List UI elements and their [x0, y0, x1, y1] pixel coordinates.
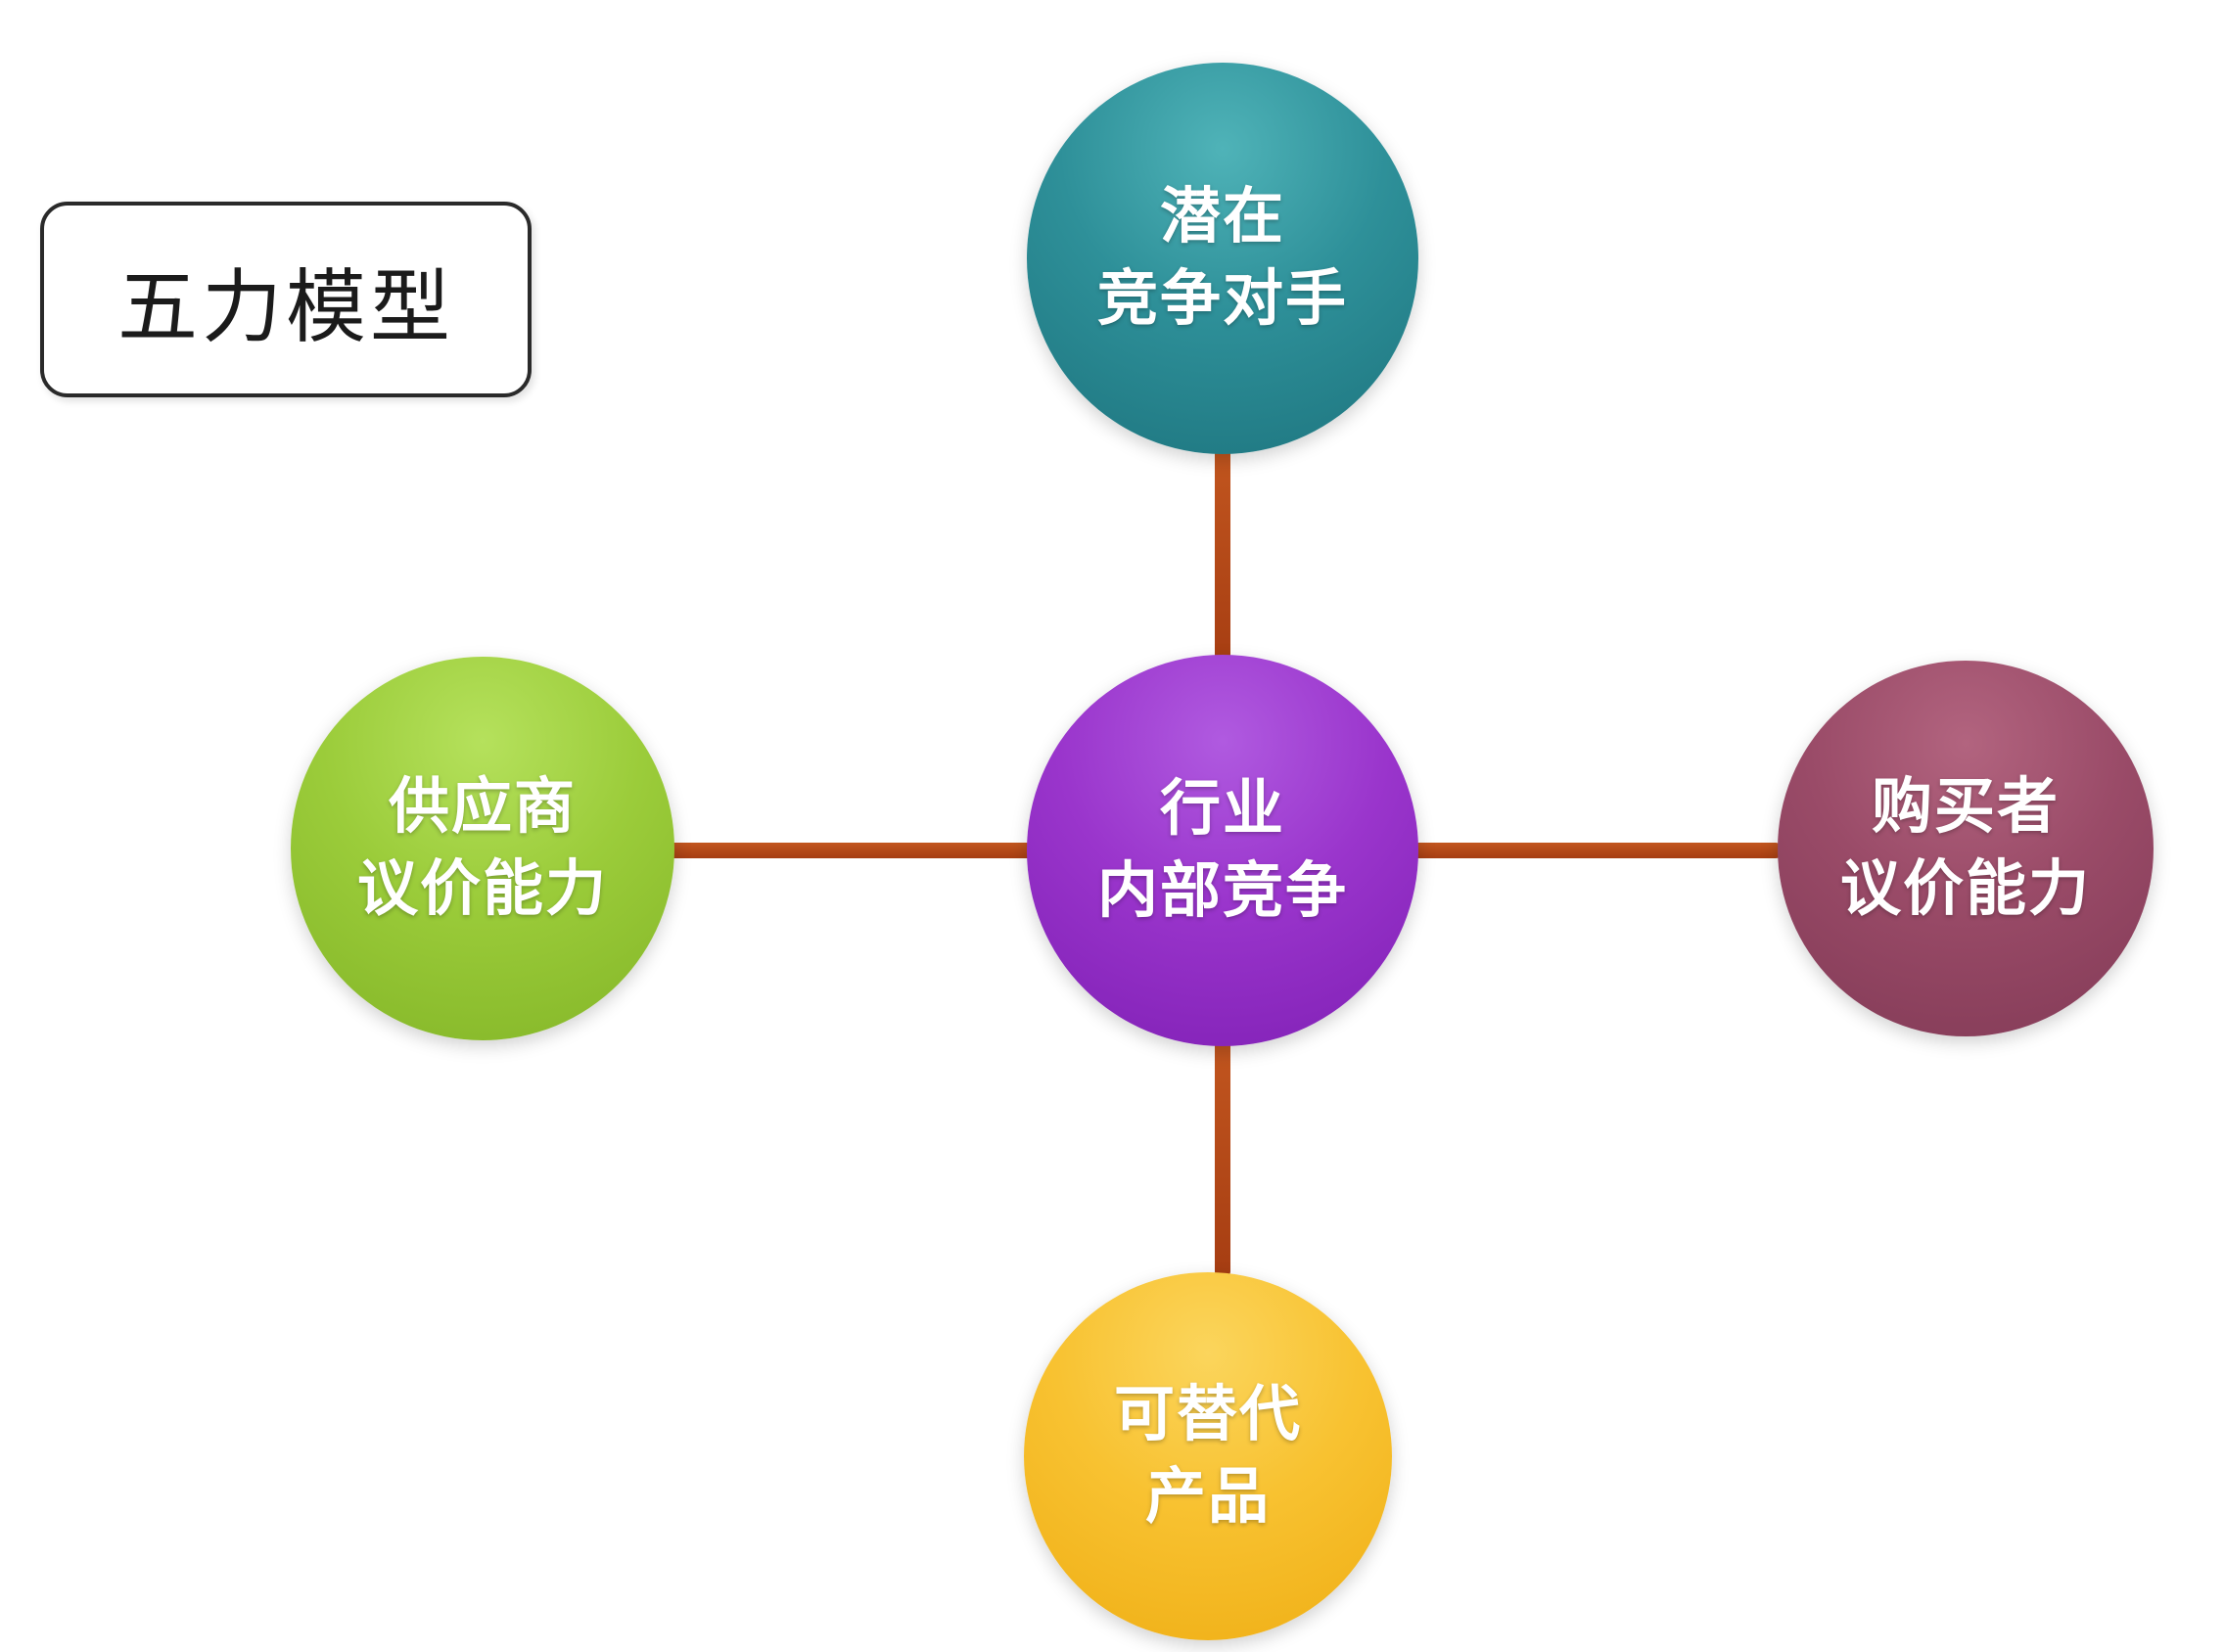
node-supplier-bargaining-power: 供应商 议价能力	[291, 657, 674, 1040]
connector-left	[646, 843, 1038, 858]
connector-bottom	[1215, 1037, 1230, 1277]
connector-top	[1215, 445, 1230, 670]
node-label-line: 内部竞争	[1096, 857, 1348, 925]
connector-right	[1410, 843, 1782, 858]
node-label-line: 潜在	[1159, 183, 1285, 252]
diagram-title: 五力模型	[116, 262, 454, 352]
node-substitute-products: 可替代 产品	[1024, 1272, 1392, 1640]
node-label-line: 议价能力	[1839, 855, 2091, 923]
node-buyer-bargaining-power: 购买者 议价能力	[1778, 661, 2154, 1036]
diagram-title-box: 五力模型	[40, 202, 532, 397]
node-label-line: 供应商	[388, 773, 577, 842]
node-industry-rivalry: 行业 内部竞争	[1027, 655, 1418, 1046]
node-label-line: 产品	[1144, 1463, 1271, 1531]
node-label-line: 行业	[1159, 775, 1285, 844]
node-label-line: 购买者	[1871, 773, 2060, 842]
node-label-line: 可替代	[1113, 1381, 1302, 1449]
node-potential-competitors: 潜在 竞争对手	[1027, 63, 1418, 454]
node-label-line: 议价能力	[356, 855, 608, 923]
node-label-line: 竞争对手	[1096, 265, 1348, 333]
